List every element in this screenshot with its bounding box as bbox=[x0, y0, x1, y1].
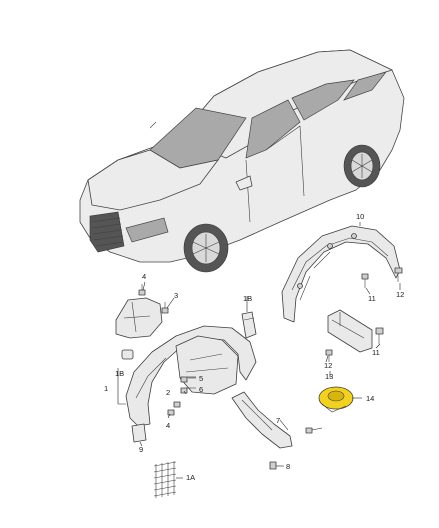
callout-6: 6 bbox=[199, 385, 203, 394]
callout-3: 3 bbox=[174, 291, 178, 300]
sealing-plug bbox=[121, 349, 134, 360]
car-illustration bbox=[79, 49, 405, 273]
deflector-7 bbox=[231, 391, 293, 449]
screw-6 bbox=[180, 387, 188, 394]
screw-12-upper bbox=[394, 267, 403, 282]
callout-8: 8 bbox=[286, 462, 290, 471]
screw-12-lower bbox=[325, 349, 333, 362]
callout-11-upper: 11 bbox=[368, 294, 376, 303]
callout-5: 5 bbox=[199, 374, 203, 383]
bracket-9 bbox=[131, 423, 147, 443]
callout-12-lower: 12 bbox=[324, 361, 332, 370]
screw-4-top bbox=[138, 284, 146, 296]
callout-4-top: 4 bbox=[142, 272, 146, 281]
callout-14: 14 bbox=[366, 394, 374, 403]
callout-1a: 1A bbox=[186, 473, 195, 482]
screw-3 bbox=[161, 302, 169, 314]
clip-11-upper bbox=[361, 273, 369, 288]
callout-2: 2 bbox=[166, 388, 170, 397]
callout-7: 7 bbox=[276, 416, 280, 425]
callout-13: 13 bbox=[325, 372, 333, 381]
callout-1b-left: 1B bbox=[115, 369, 124, 378]
callout-labels: 10 12 11 11 12 13 14 4 3 1B 1B 1 5 6 2 4… bbox=[104, 212, 404, 482]
clip-strip-1a bbox=[153, 461, 177, 498]
screw-5 bbox=[180, 376, 188, 383]
clip-1b-top bbox=[241, 311, 257, 339]
callout-10: 10 bbox=[356, 212, 364, 221]
screw-4-bottom bbox=[167, 409, 175, 416]
callout-11-lower: 11 bbox=[372, 348, 380, 357]
clip-11-lower bbox=[375, 327, 384, 344]
callout-4-bottom: 4 bbox=[166, 421, 170, 430]
sealing-part-14 bbox=[318, 386, 354, 413]
bracket-13 bbox=[327, 309, 373, 353]
callout-1: 1 bbox=[104, 384, 108, 393]
leader-lines bbox=[117, 222, 401, 479]
callout-1b-top: 1B bbox=[243, 294, 252, 303]
callout-12-upper: 12 bbox=[396, 290, 404, 299]
rear-wheel-housing-liner bbox=[281, 225, 401, 323]
front-bracket bbox=[115, 297, 163, 339]
nut-right-small bbox=[305, 427, 313, 434]
front-wheel-housing-liner bbox=[125, 325, 257, 427]
callout-9: 9 bbox=[139, 445, 143, 454]
screw-8 bbox=[269, 461, 277, 470]
screw-2 bbox=[173, 401, 181, 408]
